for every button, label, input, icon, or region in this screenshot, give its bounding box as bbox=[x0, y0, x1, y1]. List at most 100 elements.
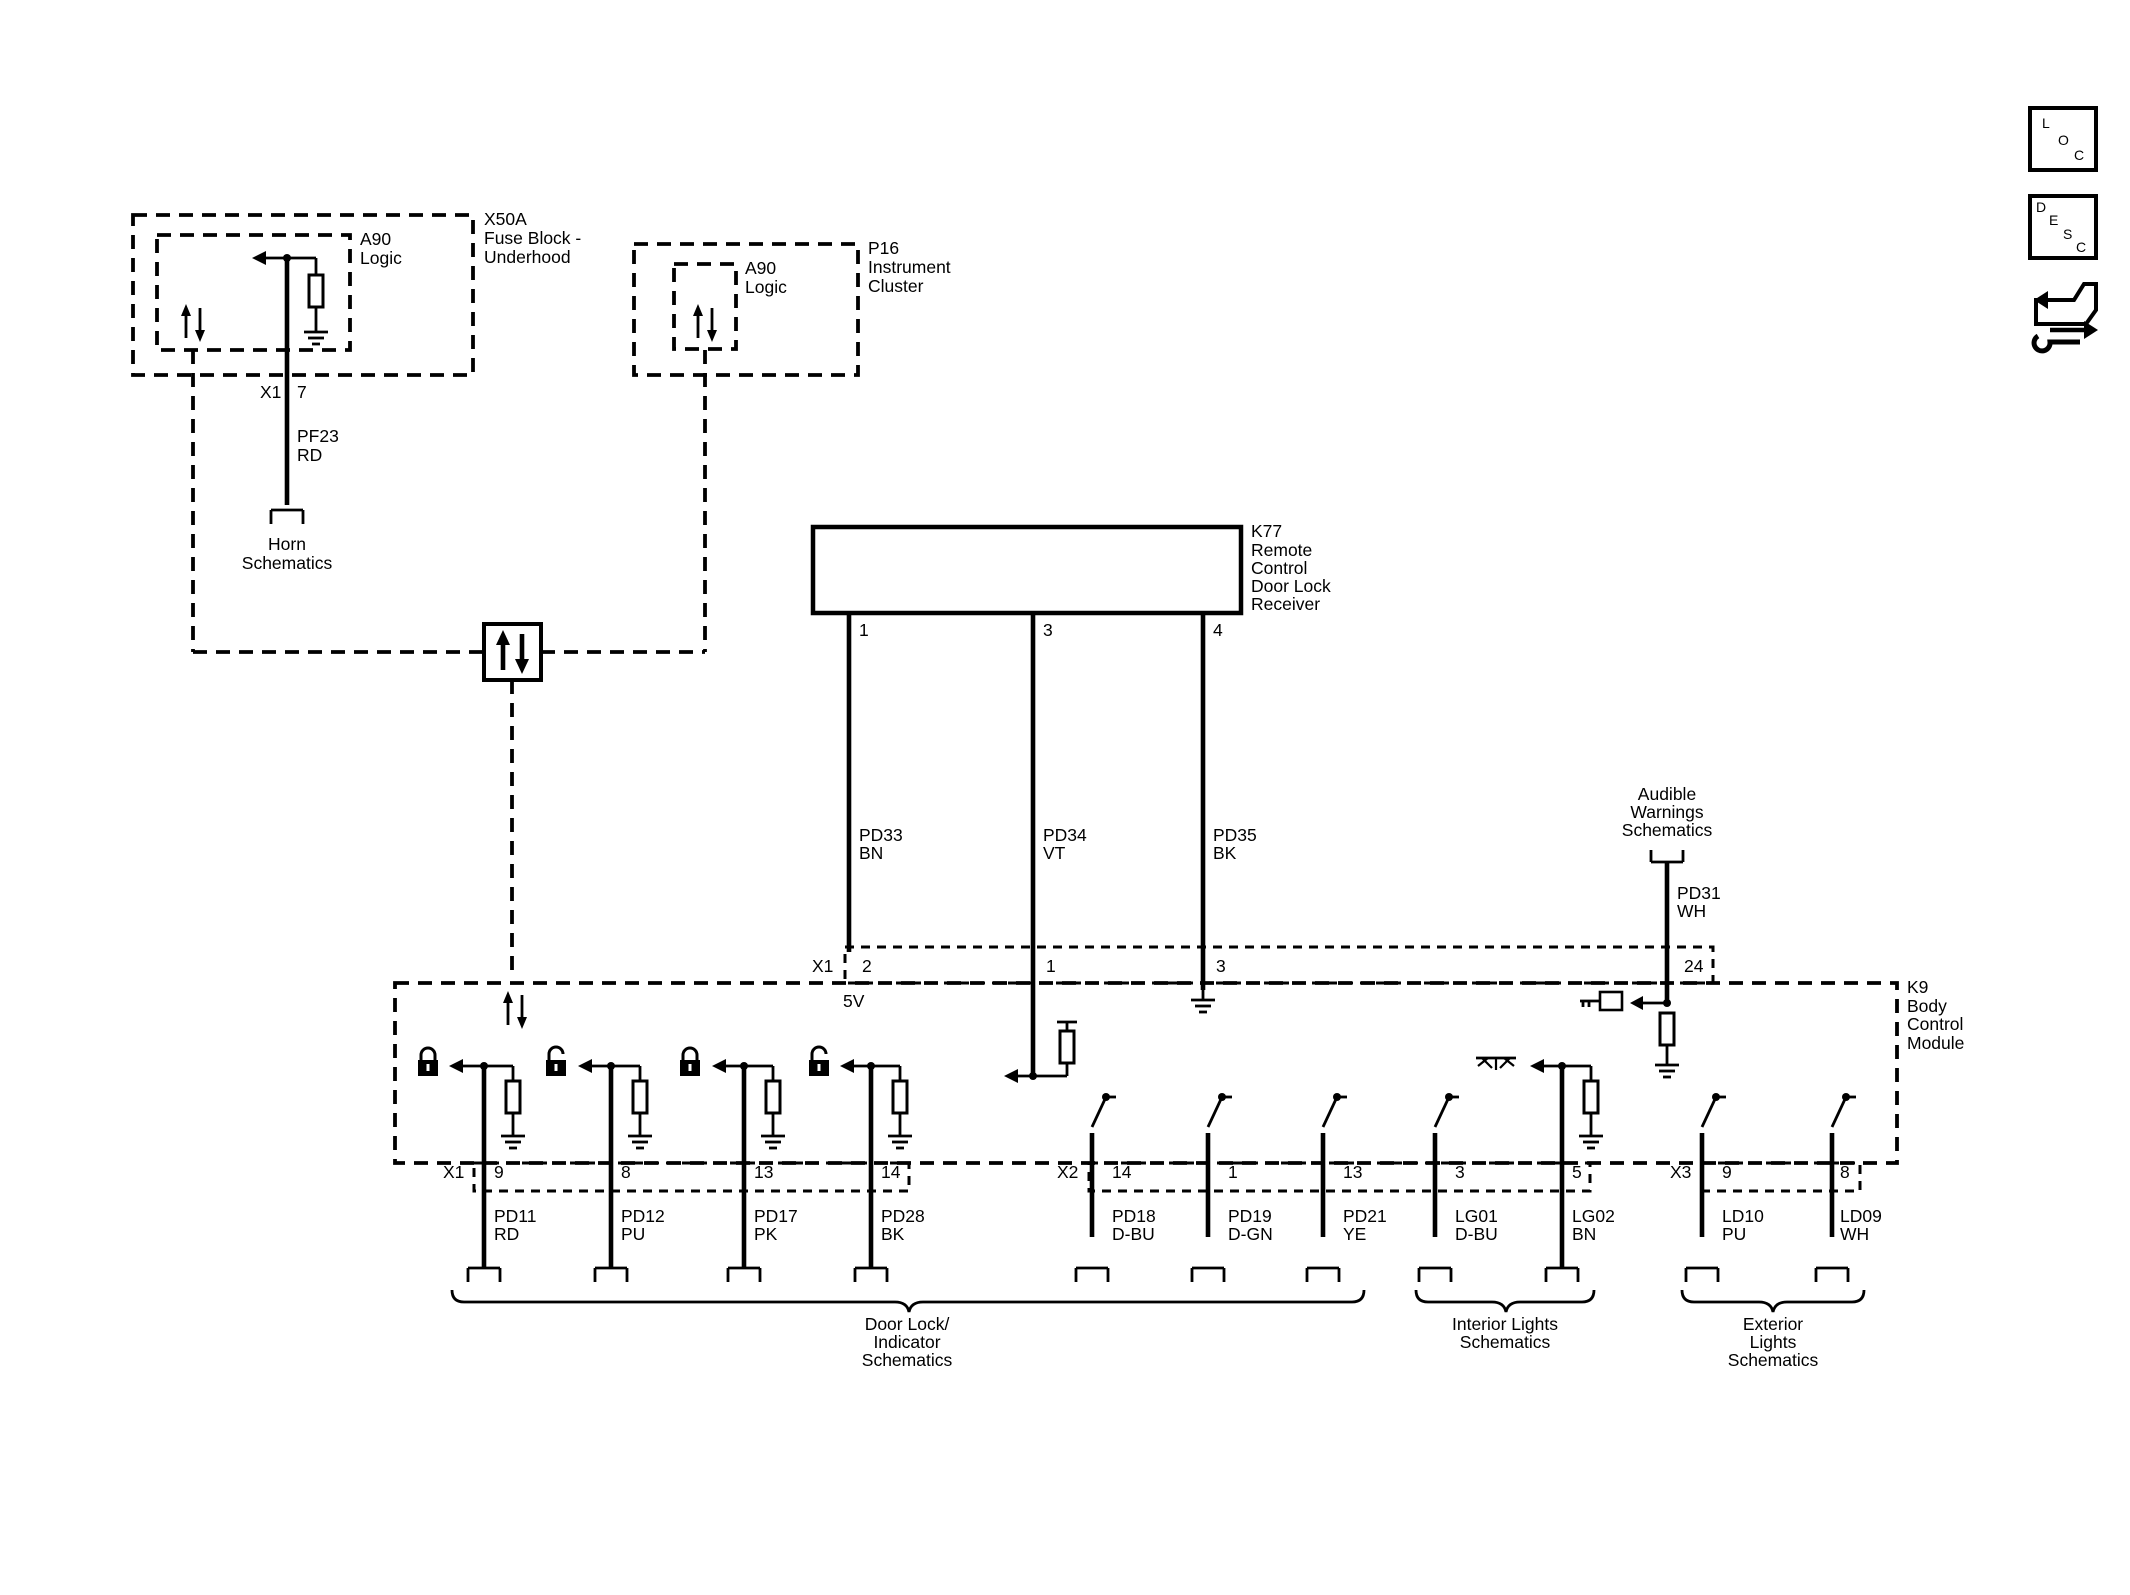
bottom-connectors: X1 X2 X3 9 8 13 14 14 1 13 3 5 9 8 bbox=[443, 1161, 1862, 1193]
k9-x3: X3 bbox=[1670, 1162, 1691, 1182]
svg-text:E: E bbox=[2049, 212, 2058, 228]
k9-ref: K9 bbox=[1907, 977, 1928, 997]
connector-foot bbox=[726, 1266, 762, 1284]
svg-text:C: C bbox=[2074, 147, 2084, 163]
k9-body-control-module: K9 Body Control Module X1 2 1 3 24 5V bbox=[393, 945, 1964, 1165]
pin-x2-5: 5 bbox=[1572, 1162, 1582, 1182]
pin-x1-8: 8 bbox=[621, 1162, 631, 1182]
dome-light-icon bbox=[1476, 1056, 1516, 1070]
pd35-color: BK bbox=[1213, 843, 1237, 863]
switch-inputs bbox=[1092, 1056, 1856, 1268]
x50a-logic-1: A90 bbox=[360, 229, 391, 249]
x50a-pin-7: 7 bbox=[297, 382, 307, 402]
lg02-circuit: LG02 bbox=[1572, 1206, 1615, 1226]
loc-icon: L bbox=[2042, 115, 2050, 131]
p16-name-1: Instrument bbox=[868, 257, 951, 277]
svg-text:C: C bbox=[2076, 239, 2086, 255]
pin-x3-8: 8 bbox=[1840, 1162, 1850, 1182]
k77-pin-1: 1 bbox=[859, 620, 869, 640]
k77-name-3: Door Lock bbox=[1251, 576, 1331, 596]
connector-foot bbox=[593, 1266, 629, 1284]
data-arrows-icon bbox=[691, 302, 719, 344]
lock-channels bbox=[416, 1045, 914, 1268]
desc-button[interactable]: D E S C bbox=[2028, 194, 2098, 260]
ld10-color: PU bbox=[1722, 1224, 1746, 1244]
x50a-fuse-block: X50A Fuse Block - Underhood A90 Logic X1… bbox=[131, 209, 581, 573]
horn-ref-1: Horn bbox=[268, 534, 306, 554]
p16-logic-1: A90 bbox=[745, 258, 776, 278]
horn-ref-2: Schematics bbox=[242, 553, 333, 573]
pd11-color: RD bbox=[494, 1224, 519, 1244]
audible-ref-3: Schematics bbox=[1622, 820, 1713, 840]
k9-pin-3: 3 bbox=[1216, 956, 1226, 976]
pin-x2-14: 14 bbox=[1112, 1162, 1132, 1182]
pin-x2-1: 1 bbox=[1228, 1162, 1238, 1182]
reference-braces: Door Lock/ Indicator Schematics Interior… bbox=[450, 1289, 1866, 1370]
diagnostic-icon[interactable] bbox=[2031, 282, 2098, 354]
output-wire-labels: PD11 RD PD12 PU PD17 PK PD28 BK PD18 D-B… bbox=[494, 1206, 1882, 1244]
pd19-circuit: PD19 bbox=[1228, 1206, 1272, 1226]
pd31-circuit: PD31 bbox=[1677, 883, 1721, 903]
ground-icon bbox=[302, 320, 330, 346]
audible-ref-2: Warnings bbox=[1630, 802, 1704, 822]
k77-receiver: K77 Remote Control Door Lock Receiver 1 … bbox=[810, 521, 1331, 1076]
pd19-color: D-GN bbox=[1228, 1224, 1273, 1244]
interior-ref-1: Interior Lights bbox=[1452, 1314, 1558, 1334]
resistor-icon bbox=[307, 273, 325, 309]
pd34-color: VT bbox=[1043, 843, 1066, 863]
svg-text:S: S bbox=[2063, 226, 2072, 242]
pin-x2-13: 13 bbox=[1343, 1162, 1362, 1182]
ld09-circuit: LD09 bbox=[1840, 1206, 1882, 1226]
channel-pd28 bbox=[807, 1045, 914, 1268]
exterior-ref-2: Lights bbox=[1750, 1332, 1797, 1352]
connector-foot bbox=[1684, 1266, 1720, 1284]
connector-foot bbox=[1544, 1266, 1580, 1284]
connector-foot bbox=[1074, 1266, 1110, 1284]
k9-name-2: Control bbox=[1907, 1014, 1963, 1034]
x50a-x1: X1 bbox=[260, 382, 281, 402]
p16-logic-2: Logic bbox=[745, 277, 787, 297]
channel-pd12 bbox=[544, 1045, 654, 1268]
k9-x1-top: X1 bbox=[812, 956, 833, 976]
x50a-ref: X50A bbox=[484, 209, 527, 229]
pd18-color: D-BU bbox=[1112, 1224, 1155, 1244]
pf23-color: RD bbox=[297, 445, 322, 465]
data-arrows-icon bbox=[179, 302, 207, 344]
pin-x1-13: 13 bbox=[754, 1162, 773, 1182]
pd31-color: WH bbox=[1677, 901, 1706, 921]
k77-name-1: Remote bbox=[1251, 540, 1312, 560]
pd12-circuit: PD12 bbox=[621, 1206, 665, 1226]
k9-pin-2: 2 bbox=[862, 956, 872, 976]
k77-name-4: Receiver bbox=[1251, 594, 1320, 614]
unlock-icon bbox=[807, 1045, 831, 1078]
k9-x1-bottom: X1 bbox=[443, 1162, 464, 1182]
connector-foot bbox=[1190, 1266, 1226, 1284]
unlock-icon bbox=[544, 1045, 568, 1078]
pd34-circuit: PD34 bbox=[1043, 825, 1087, 845]
k9-x2: X2 bbox=[1057, 1162, 1078, 1182]
pin-x2-3: 3 bbox=[1455, 1162, 1465, 1182]
pd28-circuit: PD28 bbox=[881, 1206, 925, 1226]
connector-foot bbox=[466, 1266, 502, 1284]
lg01-color: D-BU bbox=[1455, 1224, 1498, 1244]
lg01-circuit: LG01 bbox=[1455, 1206, 1498, 1226]
pin-x3-9: 9 bbox=[1722, 1162, 1732, 1182]
lock-icon bbox=[416, 1046, 440, 1078]
loc-button[interactable]: L O C bbox=[2028, 106, 2098, 172]
pd33-circuit: PD33 bbox=[859, 825, 903, 845]
connector-foot bbox=[1305, 1266, 1341, 1284]
k9-pin-1: 1 bbox=[1046, 956, 1056, 976]
k77-pin-4: 4 bbox=[1213, 620, 1223, 640]
ground-icon bbox=[1189, 988, 1217, 1014]
connector-foot bbox=[1814, 1266, 1850, 1284]
k77-ref: K77 bbox=[1251, 521, 1282, 541]
pd21-color: YE bbox=[1343, 1224, 1366, 1244]
x50a-name-2: Underhood bbox=[484, 247, 571, 267]
pd21-circuit: PD21 bbox=[1343, 1206, 1387, 1226]
door-lock-ref-2: Indicator bbox=[873, 1332, 940, 1352]
svg-text:O: O bbox=[2058, 132, 2069, 148]
exterior-ref-1: Exterior bbox=[1743, 1314, 1803, 1334]
p16-ref: P16 bbox=[868, 238, 899, 258]
pf23-circuit: PF23 bbox=[297, 426, 339, 446]
audible-warnings-ref: Audible Warnings Schematics PD31 WH bbox=[1622, 784, 1721, 1003]
